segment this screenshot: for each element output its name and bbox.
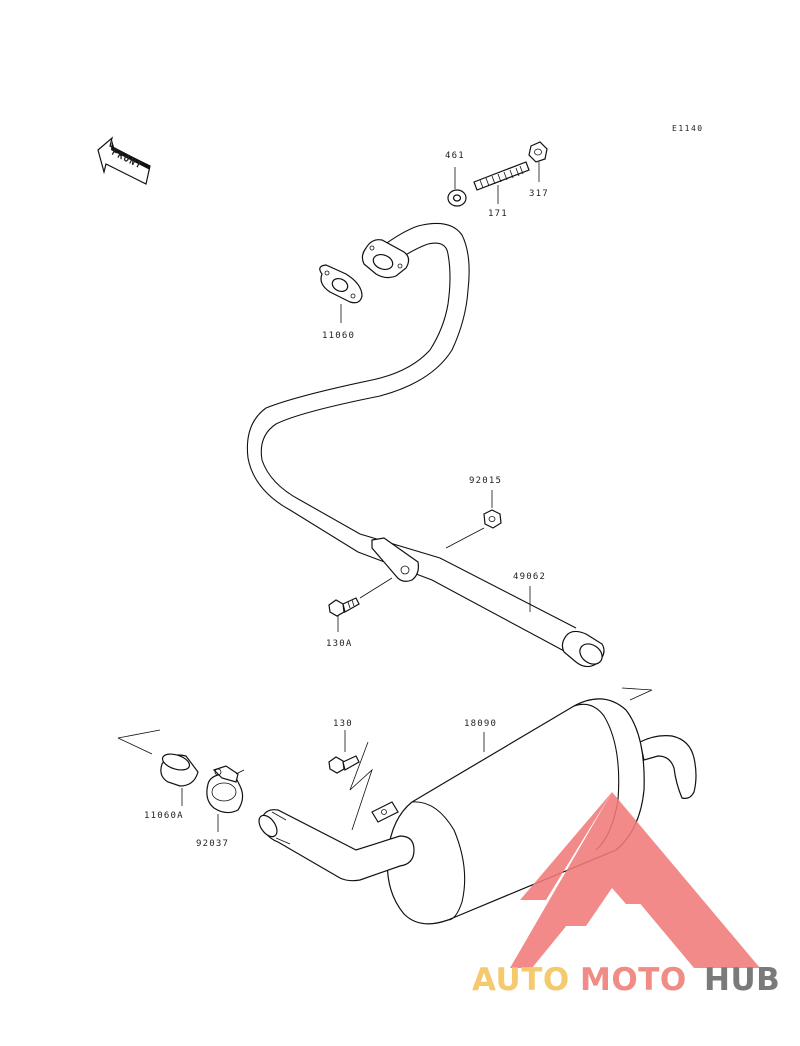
- label-171: 171: [488, 209, 508, 219]
- exhaust-pipe-49062: [246, 222, 605, 668]
- bolt-130: [328, 730, 373, 831]
- clamp-92037: [206, 765, 245, 832]
- muffler-18090: [258, 698, 697, 925]
- automotohub-logo-icon: [510, 792, 760, 968]
- bolt-130A: [328, 577, 393, 632]
- label-49062: 49062: [513, 572, 546, 582]
- label-18090: 18090: [464, 719, 497, 729]
- stud-171: [473, 161, 530, 204]
- watermark-hub: HUB: [704, 962, 781, 998]
- label-130: 130: [333, 719, 353, 729]
- watermark-moto: MOTO: [580, 962, 687, 998]
- washer-461: [447, 167, 467, 207]
- diagram-code: E1140: [672, 124, 704, 133]
- label-92037: 92037: [196, 839, 229, 849]
- nut-317: [528, 141, 548, 182]
- sleeve-11060A: [160, 753, 199, 806]
- gasket-11060: [319, 264, 363, 323]
- break-mark-left: [117, 729, 161, 755]
- watermark-auto: AUTO: [472, 962, 570, 998]
- label-11060: 11060: [322, 331, 355, 341]
- label-461: 461: [445, 151, 465, 161]
- label-317: 317: [529, 189, 549, 199]
- nut-92015: [445, 490, 502, 549]
- break-mark-right: [621, 687, 653, 701]
- label-11060A: 11060A: [144, 811, 184, 821]
- front-arrow-icon: FRONT: [97, 136, 151, 185]
- label-130A: 130A: [326, 639, 352, 649]
- label-92015: 92015: [469, 476, 502, 486]
